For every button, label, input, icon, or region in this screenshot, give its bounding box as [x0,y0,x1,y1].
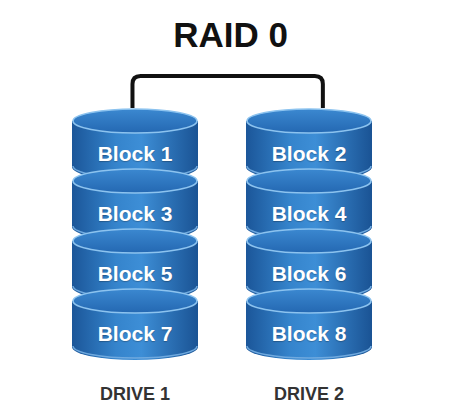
disk-top [73,109,197,133]
drive-label: DRIVE 2 [236,383,382,405]
drive-label: DRIVE 1 [62,383,208,405]
block-label: Block 3 [72,194,198,234]
block-label: Block 5 [72,254,198,294]
raid-bracket [132,76,322,108]
block-label: Block 8 [246,314,372,354]
drive-cylinder: DRIVE 1Block 1Block 3Block 5Block 7 [72,100,198,405]
block-label: Block 2 [246,134,372,174]
diagram-title: RAID 0 [0,14,461,56]
disk-top [73,229,197,253]
disk-top [73,289,197,313]
block-label: Block 1 [72,134,198,174]
disk-top [247,109,371,133]
disk-top [247,229,371,253]
disk-rim [247,346,371,358]
block-label: Block 6 [246,254,372,294]
disk-block: Block 7 [72,288,198,360]
disk-rim [73,346,197,358]
block-label: Block 7 [72,314,198,354]
disk-top [73,169,197,193]
disk-block: Block 8 [246,288,372,360]
disk-top [247,169,371,193]
disk-top [247,289,371,313]
drive-cylinder: DRIVE 2Block 2Block 4Block 6Block 8 [246,100,372,405]
block-label: Block 4 [246,194,372,234]
